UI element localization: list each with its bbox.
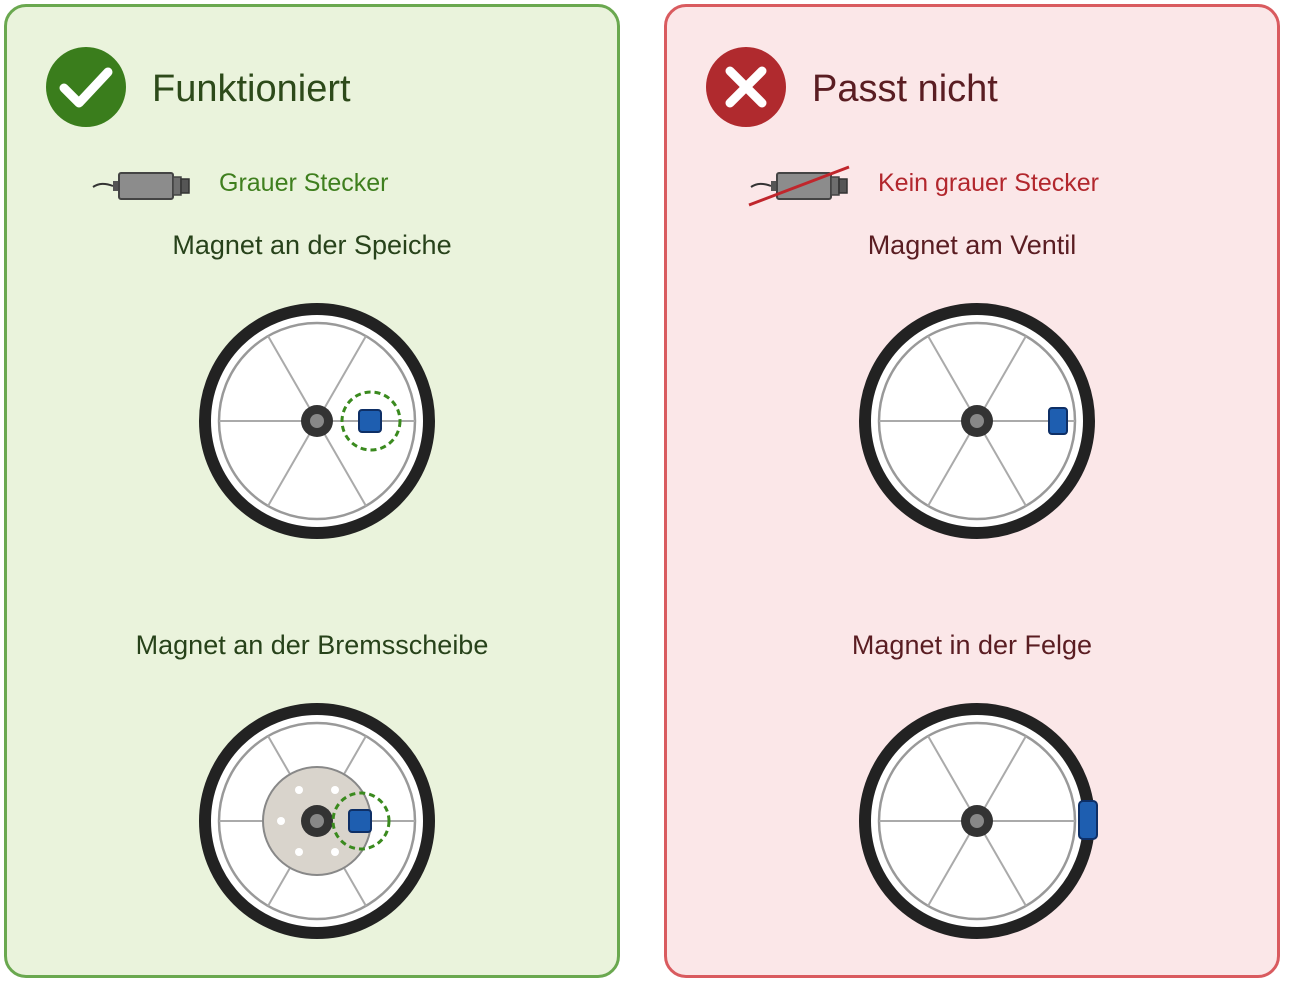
works-title: Funktioniert — [152, 68, 351, 110]
works-plug-label: Grauer Stecker — [219, 169, 389, 197]
spoke-magnet-wheel — [199, 303, 435, 539]
works-panel: Funktioniert Grauer Stecker Magnet an de… — [4, 4, 620, 978]
does-not-fit-panel: Passt nicht Kein grauer Stecker Magnet a… — [664, 4, 1280, 978]
spoke-magnet-caption: Magnet an der Speiche — [172, 230, 452, 260]
rim-magnet-caption: Magnet in der Felge — [851, 630, 1093, 660]
crossed-out-grey-plug-icon — [748, 165, 850, 207]
valve-magnet-caption: Magnet am Ventil — [867, 230, 1077, 260]
valve-magnet-wheel — [859, 303, 1095, 539]
does-not-fit-plug-label: Kein grauer Stecker — [878, 169, 1099, 197]
check-icon — [46, 47, 126, 127]
grey-plug-icon — [92, 172, 190, 200]
brake-disc-magnet-wheel — [199, 703, 435, 939]
rim-magnet-wheel — [859, 703, 1098, 939]
cross-icon — [706, 47, 786, 127]
does-not-fit-title: Passt nicht — [812, 68, 998, 110]
brake-disc-magnet-caption: Magnet an der Bremsscheibe — [135, 630, 489, 660]
